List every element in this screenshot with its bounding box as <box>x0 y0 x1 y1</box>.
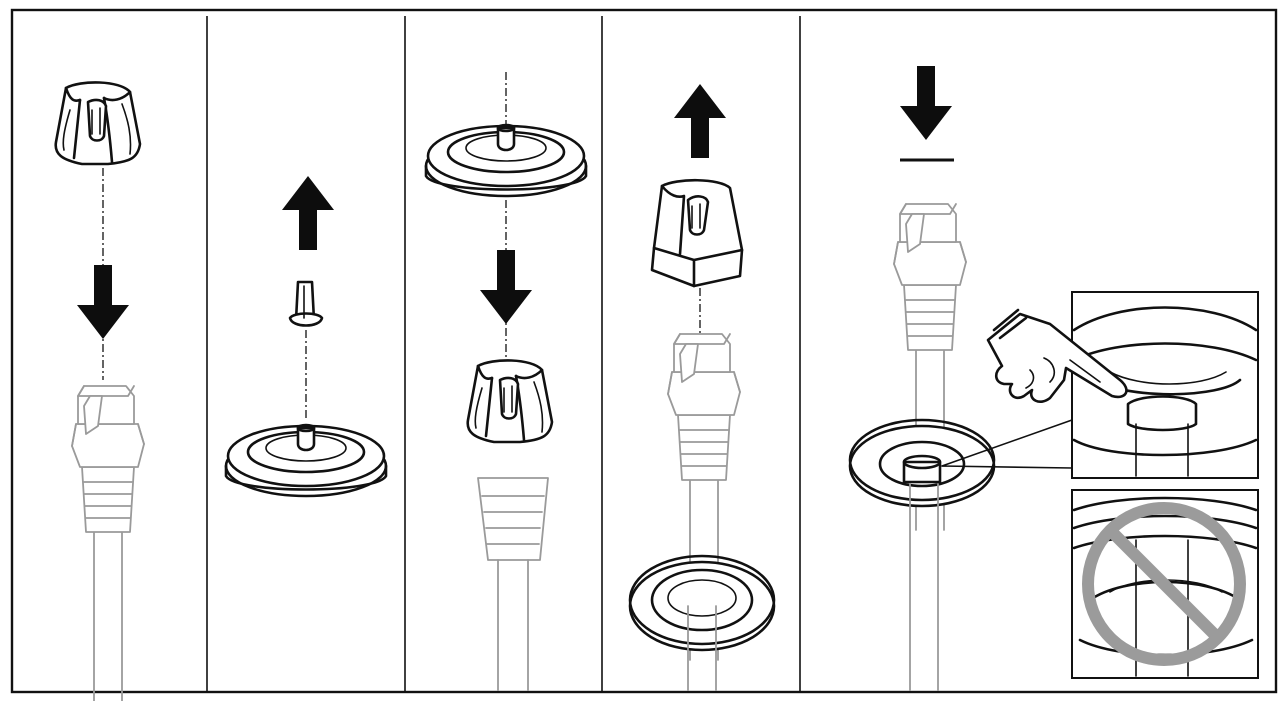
cable-boot-icon <box>466 359 554 444</box>
panel-5-seat-grommet <box>848 66 1259 691</box>
cable-boot-icon <box>650 178 744 288</box>
panel-1-attach-boot <box>54 81 145 701</box>
panel-3-grommet-onto-boot <box>424 72 588 691</box>
grommet-icon <box>628 554 776 652</box>
rj45-connector-icon <box>71 385 145 701</box>
grommet-icon <box>848 418 996 508</box>
cable <box>909 483 939 691</box>
panel-2-remove-plug <box>224 176 388 498</box>
arrow-up-icon <box>282 176 334 250</box>
detail-wrong-seating <box>1071 489 1259 679</box>
pointing-hand-icon <box>986 308 1128 403</box>
arrow-down-icon <box>77 265 129 339</box>
cable-boot-icon <box>54 81 142 166</box>
grommet-icon <box>424 123 588 198</box>
arrow-up-icon <box>674 84 726 158</box>
grommet-icon <box>224 423 388 498</box>
rubber-plug-icon <box>288 280 324 327</box>
cable <box>687 605 717 691</box>
prohibited-sign-icon <box>1082 502 1246 666</box>
arrow-down-icon <box>900 66 952 140</box>
panel-4-remove-boot <box>628 84 776 691</box>
arrow-down-icon <box>480 250 532 324</box>
rj45-connector-icon <box>477 477 549 691</box>
diagram-frame <box>10 8 1278 694</box>
callout-lines <box>941 419 1073 469</box>
